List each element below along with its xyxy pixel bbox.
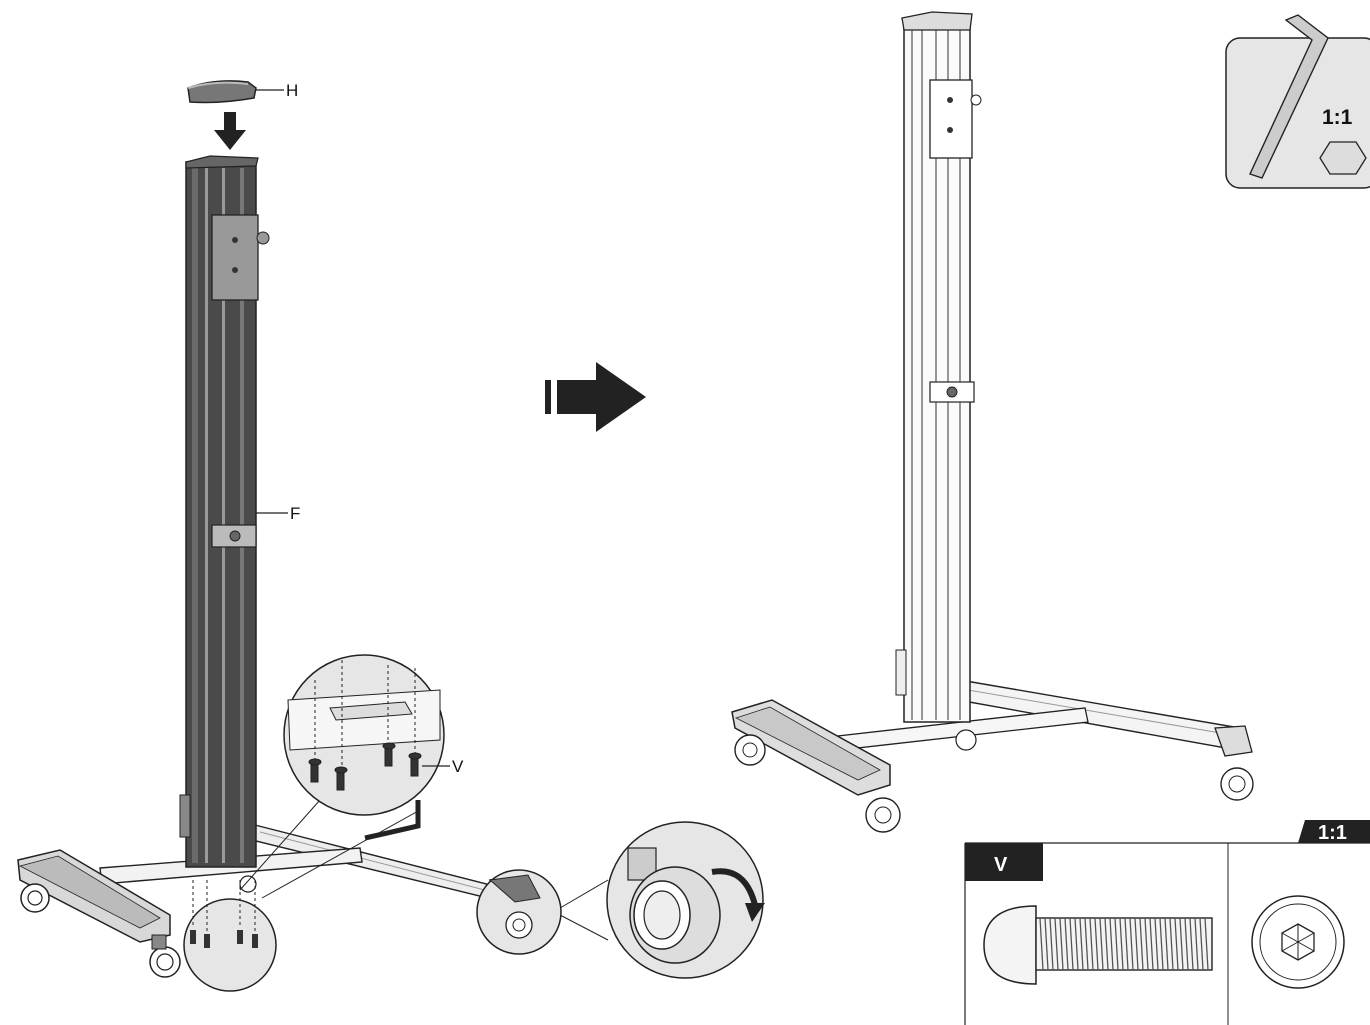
screw-thread (1159, 917, 1164, 971)
hex-socket-shape (1319, 141, 1367, 175)
screw-label: V (452, 757, 464, 776)
screw-thread (1069, 917, 1074, 971)
screw-thread (1184, 917, 1189, 971)
screw-thread (1204, 917, 1209, 971)
screw-thread (1104, 917, 1109, 971)
left-assembly: H (17, 80, 765, 992)
screw-thread (1129, 917, 1134, 971)
hex-key-icon (1249, 14, 1329, 179)
upright-column: F (179, 155, 300, 868)
screw-thread (1154, 917, 1159, 971)
screw-thread (1134, 917, 1139, 971)
screw-thread (1174, 917, 1179, 971)
top-cap-part: H (187, 80, 298, 104)
tool-box: 1:1 (1225, 14, 1370, 189)
parts-scale-tab (1298, 820, 1370, 843)
part-id-label: V (994, 854, 1008, 876)
screw-thread (1149, 917, 1154, 971)
screw-thread (1044, 917, 1049, 971)
cap-label: H (286, 81, 298, 100)
column-label: F (290, 504, 300, 523)
screw-thread (1099, 917, 1104, 971)
screw-thread (1064, 917, 1069, 971)
screw-side-view (983, 905, 1213, 985)
screw-thread (1194, 917, 1199, 971)
screw-thread (1164, 917, 1169, 971)
right-arrow-icon (545, 362, 646, 432)
screw-thread (1124, 917, 1129, 971)
screw-thread (1144, 917, 1149, 971)
screw-thread (1189, 917, 1194, 971)
screw-thread (1039, 917, 1044, 971)
screw-thread (1074, 917, 1079, 971)
right-assembly (731, 11, 1254, 833)
screw-thread (1079, 917, 1084, 971)
left-base (17, 824, 547, 978)
screw-thread (1059, 917, 1064, 971)
screw-thread (1109, 917, 1114, 971)
part-id-tab (965, 843, 1043, 881)
screw-detail-magnifier: V (239, 654, 464, 899)
screw-thread (1169, 917, 1174, 971)
screw-thread (1054, 917, 1059, 971)
screw-thread (1199, 917, 1204, 971)
hex-socket-icon (1251, 895, 1345, 989)
parts-scale-label: 1:1 (1318, 822, 1347, 844)
underside-screws-magnifier (183, 880, 277, 992)
down-arrow-icon (214, 112, 246, 150)
rotate-arrow-icon (711, 868, 765, 922)
screw-thread (1089, 917, 1094, 971)
screw-thread (1139, 917, 1144, 971)
screw-thread (1094, 917, 1099, 971)
screw-thread (1084, 917, 1089, 971)
screw-thread (1179, 917, 1184, 971)
caster-lock-magnifier (476, 821, 765, 979)
parts-panel: 1:1 V (964, 820, 1370, 1025)
screw-thread (1114, 917, 1119, 971)
screw-thread (1049, 917, 1054, 971)
tool-scale-label: 1:1 (1322, 106, 1353, 129)
screw-thread (1119, 917, 1124, 971)
